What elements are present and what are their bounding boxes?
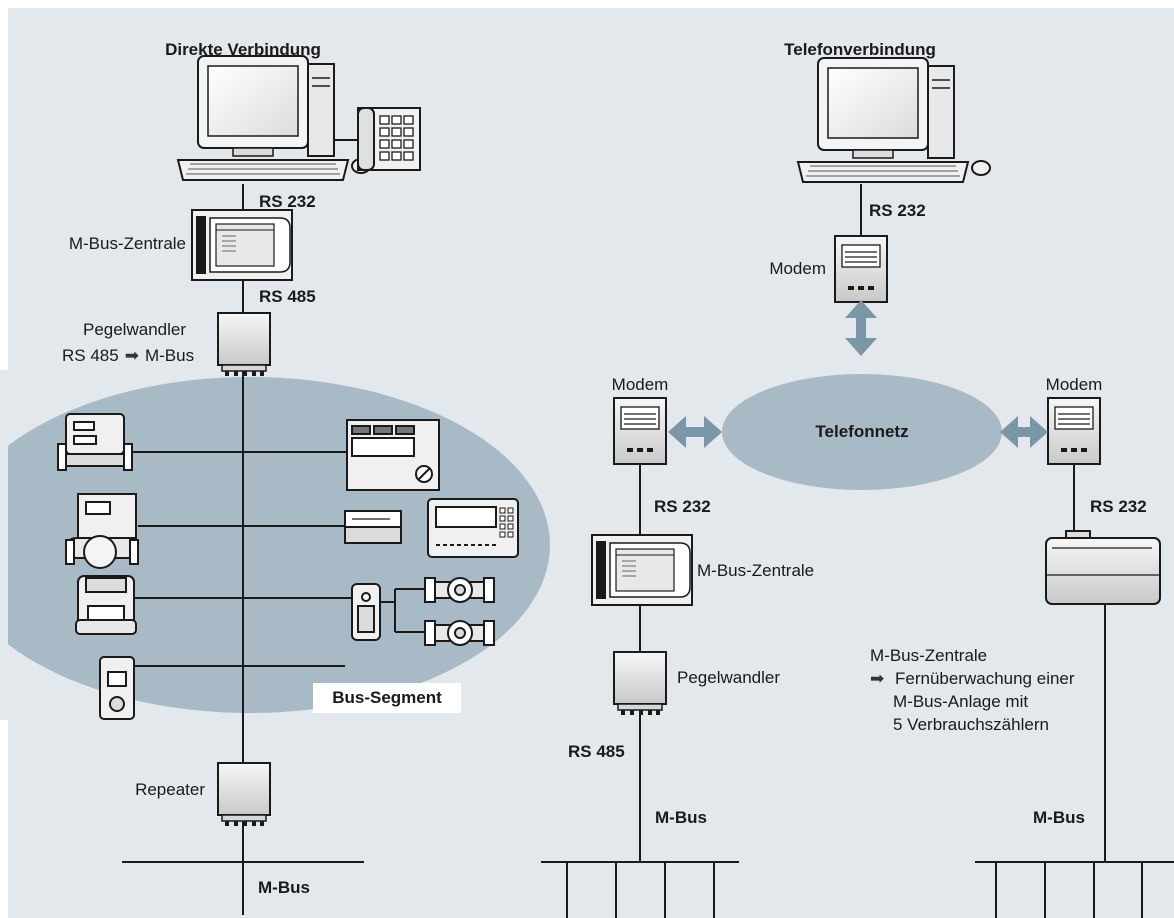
right-mbus-label: M-Bus [1033, 808, 1085, 827]
heat-meter-2-icon [65, 493, 139, 569]
arrow-vertical-icon [845, 300, 877, 356]
left-rs232-label: RS 232 [259, 192, 316, 211]
right-zentrale-device [1045, 530, 1161, 605]
note-arrow-icon: ➡ [870, 669, 885, 688]
modem-top-icon [834, 235, 888, 303]
right-rs232-top-label: RS 232 [869, 201, 926, 220]
left-pegel-conversion: RS 485 ➡ M-Bus [62, 346, 194, 366]
arrow-right-icon [1000, 416, 1048, 448]
pegel-to: M-Bus [144, 346, 195, 365]
repeater-label: Repeater [135, 780, 205, 799]
pegel-from: RS 485 [62, 346, 119, 365]
control-unit-icon [346, 419, 440, 491]
mid-rs485-label: RS 485 [568, 742, 625, 761]
right-rs232-label: RS 232 [1090, 497, 1147, 516]
arrow-right-glyph-icon: ➡ [124, 346, 139, 365]
modem-top-label: Modem [769, 259, 826, 278]
heat-meter-1-icon [57, 413, 133, 471]
mid-mbus-label: M-Bus [655, 808, 707, 827]
left-rs485-label: RS 485 [259, 287, 316, 306]
left-title: Direkte Verbindung [165, 40, 321, 59]
note-title: M-Bus-Zentrale [870, 646, 988, 665]
mid-rs232-label: RS 232 [654, 497, 711, 516]
water-meter-1-icon [424, 577, 495, 603]
wall-sensor-icon [99, 656, 135, 720]
left-zentrale-label: M-Bus-Zentrale [68, 234, 186, 253]
arrow-left-icon [668, 416, 722, 448]
note-line-3: 5 Verbrauchszählern [893, 715, 1049, 734]
left-zentrale-device [191, 209, 293, 281]
telephone-icon [357, 107, 421, 171]
left-pegelwandler-device [217, 312, 271, 377]
note-line-2: M-Bus-Anlage mit [893, 692, 1029, 711]
modem-left-icon [613, 397, 667, 465]
repeater-device [217, 762, 271, 827]
left-pegelwandler-label: Pegelwandler [82, 320, 186, 339]
mid-pegelwandler-device [613, 651, 667, 716]
note-line-1: ➡ Fernüberwachung einer [870, 669, 1075, 689]
water-meter-hub-icon [351, 583, 381, 641]
telefonnetz-label: Telefonnetz [815, 422, 909, 441]
display-unit-icon [427, 498, 519, 558]
telefonnetz-ellipse [722, 374, 1002, 490]
note-line-1-text: Fernüberwachung einer [894, 669, 1075, 688]
mid-zentrale-label: M-Bus-Zentrale [697, 561, 815, 580]
right-section-lines [541, 184, 1174, 918]
modem-right-label: Modem [1045, 375, 1103, 394]
modem-right-icon [1047, 397, 1101, 465]
modem-left-label: Modem [611, 375, 669, 394]
heat-meter-3-icon [75, 575, 137, 635]
right-title: Telefonverbindung [784, 40, 936, 59]
arrows [668, 300, 1048, 448]
water-meter-2-icon [424, 620, 495, 646]
mid-zentrale-device [591, 534, 693, 606]
card-reader-icon [344, 510, 402, 544]
mid-pegelwandler-label: Pegelwandler [677, 668, 781, 687]
left-mbus-label: M-Bus [258, 878, 310, 897]
bus-segment-label: Bus-Segment [313, 683, 461, 713]
